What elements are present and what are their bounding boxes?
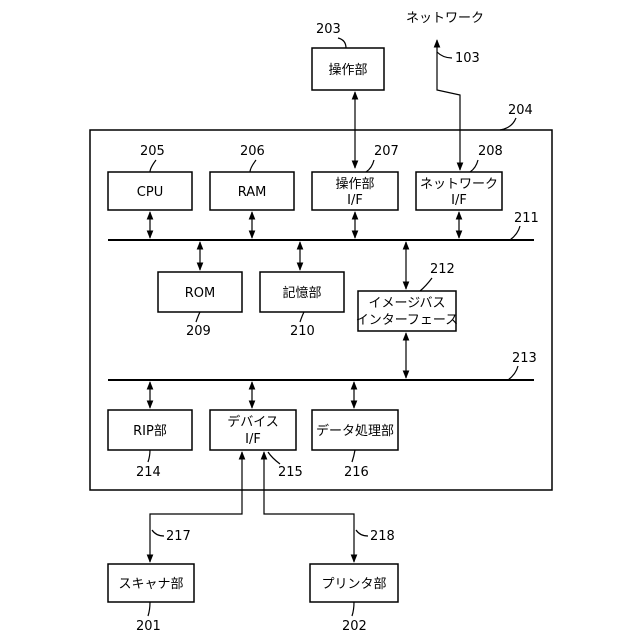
scanner-link-leader [152,530,164,536]
image-bus-if-label: イメージバス [369,296,446,311]
data-proc-ref: 216 [344,465,369,480]
device-if-leader [268,452,280,464]
image-bus-leader [508,366,518,380]
net-if-sub: I/F [451,193,467,208]
ram-leader [250,160,256,172]
rom-label: ROM [185,286,215,301]
panel-if-ref: 207 [374,144,399,159]
network-leader [437,52,452,58]
scanner-ref: 201 [136,619,161,634]
cpu-leader [150,160,156,172]
image-bus-if-sub: インターフェース [356,313,459,328]
printer-label: プリンタ部 [321,577,386,592]
device-if-ref: 215 [278,465,303,480]
panel-if-sub: I/F [347,193,363,208]
system-bus-leader [510,226,520,240]
controller-leader [500,118,516,130]
device-if-sub: I/F [245,432,261,447]
rom-ref: 209 [186,324,211,339]
network-ref: 103 [455,51,480,66]
storage-label: 記憶部 [282,285,321,301]
control-panel-label: 操作部 [328,62,367,78]
scanner-link [150,452,242,562]
network-label: ネットワーク [406,11,484,26]
scanner-label: スキャナ部 [118,577,183,592]
image-bus-if-ref: 212 [430,262,455,277]
panel-if-leader [366,160,374,172]
net-if-leader [470,160,478,172]
data-proc-leader [352,450,355,462]
panel-if-label: 操作部 [335,176,374,192]
printer-link-ref: 218 [370,529,395,544]
net-if-ref: 208 [478,144,503,159]
rom-leader [196,312,200,322]
system-bus-ref: 211 [514,211,539,226]
rip-leader [148,450,150,462]
rip-ref: 214 [136,465,161,480]
scanner-leader [148,602,150,616]
ram-ref: 206 [240,144,265,159]
storage-leader [300,312,304,322]
printer-leader [352,602,354,616]
scanner-link-ref: 217 [166,529,191,544]
image-bus-ref: 213 [512,351,537,366]
storage-ref: 210 [290,324,315,339]
printer-link-leader [356,530,368,536]
ram-label: RAM [238,185,267,200]
control-panel-leader [338,38,346,48]
control-panel-ref: 203 [316,22,341,37]
device-if-label: デバイス [227,414,279,430]
rip-label: RIP部 [133,424,167,439]
cpu-ref: 205 [140,144,165,159]
controller-ref: 204 [508,103,533,118]
printer-ref: 202 [342,619,367,634]
cpu-label: CPU [137,185,163,200]
net-if-label: ネットワーク [420,177,498,192]
data-proc-label: データ処理部 [316,423,394,439]
image-bus-if-leader [420,278,432,291]
